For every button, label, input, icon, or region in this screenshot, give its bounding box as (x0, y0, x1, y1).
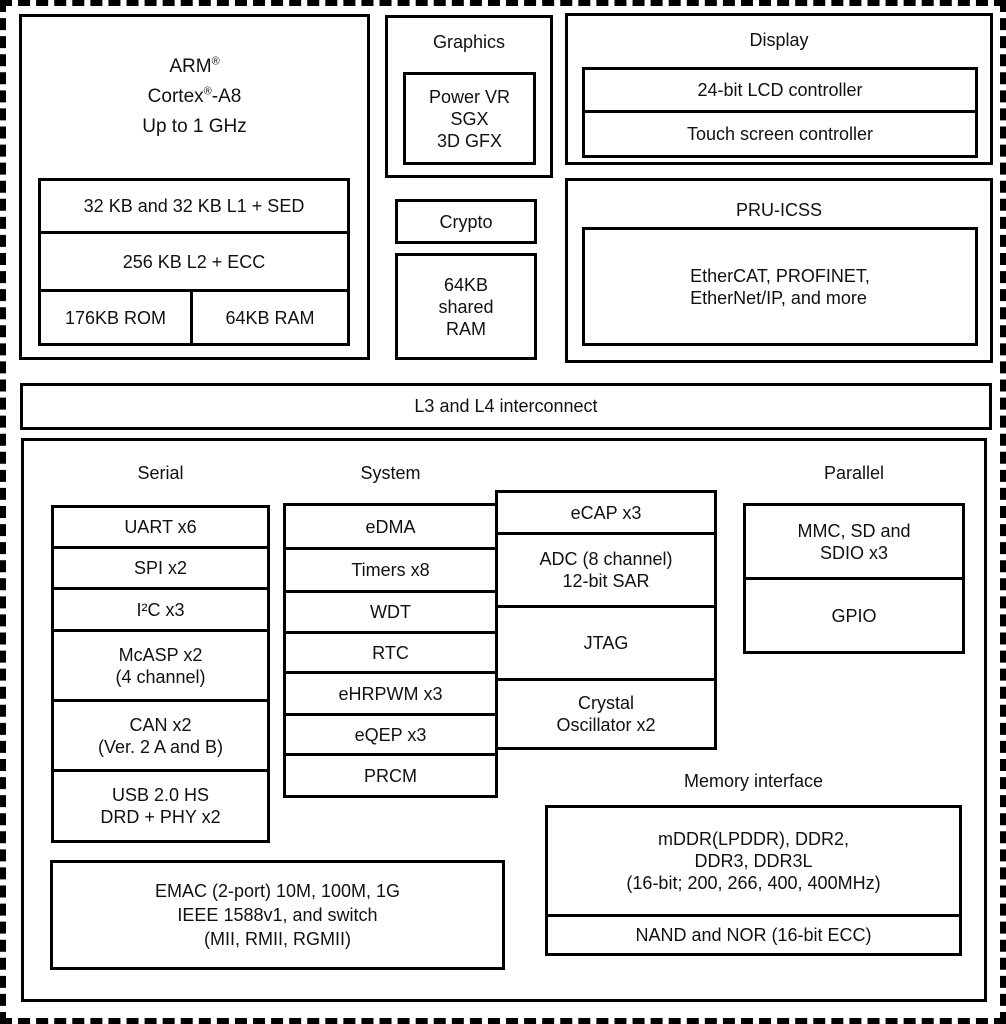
pru-icss-block: PRU-ICSS EtherCAT, PROFINET, EtherNet/IP… (565, 178, 993, 363)
industrial-ethernet-box: EtherCAT, PROFINET, EtherNet/IP, and mor… (582, 227, 978, 346)
display-rows: 24-bit LCD controller Touch screen contr… (582, 67, 978, 158)
l1-cache-box: 32 KB and 32 KB L1 + SED (38, 178, 350, 234)
display-label: Display (749, 30, 809, 50)
graphics-block: Graphics Power VR SGX 3D GFX (385, 15, 553, 178)
prcm-box: PRCM (283, 753, 498, 798)
ram-box: 64KB RAM (190, 289, 350, 346)
arm-title-line2: Cortex®-A8 (147, 85, 242, 107)
parallel-column: MMC, SD and SDIO x3 GPIO (743, 503, 965, 654)
jtag-box: JTAG (495, 605, 717, 681)
eqep-box: eQEP x3 (283, 713, 498, 756)
registered-mark: ® (211, 55, 220, 68)
emac-box: EMAC (2-port) 10M, 100M, 1G IEEE 1588v1,… (50, 860, 505, 970)
peripherals-container: Serial System Parallel UART x6 SPI x2 I²… (21, 438, 987, 1002)
i2c-box: I²C x3 (51, 587, 270, 632)
memory-interface-column: mDDR(LPDDR), DDR2, DDR3, DDR3L (16-bit; … (545, 805, 962, 956)
ecap-box: eCAP x3 (495, 490, 717, 535)
arm-title-line3: Up to 1 GHz (142, 116, 247, 137)
nand-nor-box: NAND and NOR (16-bit ECC) (545, 914, 962, 956)
timers-box: Timers x8 (283, 547, 498, 593)
display-block: Display 24-bit LCD controller Touch scre… (565, 13, 993, 165)
crypto-box: Crypto (395, 199, 537, 244)
pru-icss-label: PRU-ICSS (735, 200, 822, 220)
wdt-box: WDT (283, 590, 498, 634)
arm-cortex-block: ARM® Cortex®-A8 Up to 1 GHz 32 KB and 32… (19, 14, 370, 360)
edma-box: eDMA (283, 503, 498, 550)
memory-interface-label: Memory interface (683, 771, 824, 791)
rom-ram-row: 176KB ROM 64KB RAM (38, 289, 350, 346)
rtc-box: RTC (283, 631, 498, 674)
touchscreen-controller-box: Touch screen controller (582, 110, 978, 158)
uart-box: UART x6 (51, 505, 270, 549)
adc-box: ADC (8 channel) 12-bit SAR (495, 532, 717, 608)
serial-column: UART x6 SPI x2 I²C x3 McASP x2 (4 channe… (51, 505, 270, 843)
arm-title-line1: ARM® (169, 55, 220, 77)
parallel-label: Parallel (823, 463, 885, 483)
gpio-box: GPIO (743, 577, 965, 654)
l2-cache-box: 256 KB L2 + ECC (38, 231, 350, 292)
graphics-label: Graphics (432, 32, 506, 52)
can-box: CAN x2 (Ver. 2 A and B) (51, 699, 270, 772)
usb-box: USB 2.0 HS DRD + PHY x2 (51, 769, 270, 843)
mixed-signal-column: eCAP x3 ADC (8 channel) 12-bit SAR JTAG … (495, 490, 717, 750)
powervr-sgx-box: Power VR SGX 3D GFX (403, 72, 536, 165)
shared-ram-box: 64KB shared RAM (395, 253, 537, 360)
ehrpwm-box: eHRPWM x3 (283, 671, 498, 716)
mcasp-box: McASP x2 (4 channel) (51, 629, 270, 702)
interconnect-label: L3 and L4 interconnect (414, 396, 598, 416)
arm-memory-stack: 32 KB and 32 KB L1 + SED 256 KB L2 + ECC… (38, 178, 350, 346)
registered-mark: ® (203, 85, 212, 98)
spi-box: SPI x2 (51, 546, 270, 590)
mmc-sd-sdio-box: MMC, SD and SDIO x3 (743, 503, 965, 580)
lcd-controller-box: 24-bit LCD controller (582, 67, 978, 113)
arm-title: ARM® Cortex®-A8 Up to 1 GHz (22, 52, 367, 142)
ddr-box: mDDR(LPDDR), DDR2, DDR3, DDR3L (16-bit; … (545, 805, 962, 917)
serial-label: Serial (137, 463, 184, 483)
rom-box: 176KB ROM (38, 289, 193, 346)
industrial-ethernet-text: EtherCAT, PROFINET, EtherNet/IP, and mor… (690, 265, 870, 308)
crystal-oscillator-box: Crystal Oscillator x2 (495, 678, 717, 750)
interconnect-bar: L3 and L4 interconnect (20, 383, 992, 430)
system-column: eDMA Timers x8 WDT RTC eHRPWM x3 eQEP x3… (283, 503, 498, 798)
system-label: System (360, 463, 421, 483)
